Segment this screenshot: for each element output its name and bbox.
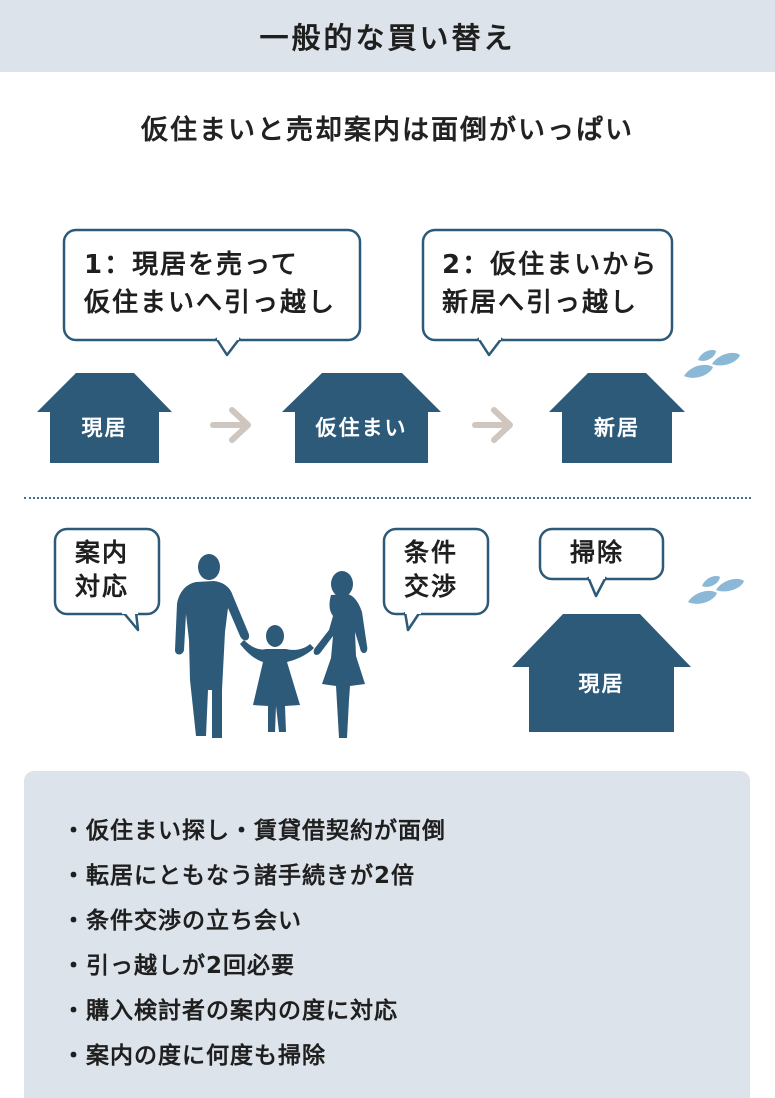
house-icon — [549, 373, 685, 463]
list-item: ・案内の度に何度も掃除 — [62, 1043, 326, 1069]
list-item: ・条件交渉の立ち会い — [62, 908, 302, 934]
house-label-current-bottom: 現居 — [578, 672, 625, 696]
house-label-new: 新居 — [594, 416, 640, 440]
list-item: ・仮住まい探し・賃貸借契約が面倒 — [62, 818, 446, 844]
header-title: 一般的な買い替え — [259, 21, 516, 55]
section-divider — [24, 497, 751, 499]
family-silhouette-icon — [175, 554, 368, 738]
bubble-negotiate-line1: 条件 — [404, 538, 459, 567]
bubble-guide-line2: 対応 — [75, 572, 130, 601]
house-icon — [282, 373, 441, 463]
speech-bubble-step2 — [421, 228, 674, 357]
speech-bubble-negotiate — [382, 527, 490, 632]
issues-panel — [24, 771, 750, 1098]
header-banner: 一般的な買い替え — [0, 0, 775, 72]
bubble-step2-line2: 新居へ引っ越し — [442, 288, 639, 318]
list-item: ・引っ越しが2回必要 — [62, 953, 296, 979]
bubble-cleaning-line1: 掃除 — [570, 538, 625, 567]
bubble-negotiate-line2: 交渉 — [404, 572, 459, 601]
house-label-current: 現居 — [81, 416, 128, 440]
water-drops-icon — [684, 350, 740, 378]
arrow-right-icon — [472, 407, 513, 443]
bubble-step1-line1: 1：現居を売って — [84, 250, 299, 280]
bubble-step2-line1: 2：仮住まいから — [442, 250, 659, 280]
bubble-step1-line2: 仮住まいへ引っ越し — [84, 288, 337, 318]
speech-bubble-cleaning — [538, 527, 665, 598]
speech-bubble-guide — [53, 527, 161, 632]
list-item: ・購入検討者の案内の度に対応 — [62, 998, 398, 1024]
list-item: ・転居にともなう諸手続きが2倍 — [62, 863, 416, 889]
bubble-guide-line1: 案内 — [75, 538, 130, 567]
house-label-temporary: 仮住まい — [315, 416, 408, 440]
water-drops-icon — [688, 576, 744, 604]
arrow-right-icon — [210, 407, 251, 443]
house-icon — [512, 614, 691, 732]
speech-bubble-step1 — [62, 228, 362, 357]
subtitle: 仮住まいと売却案内は面倒がいっぱい — [141, 115, 634, 146]
house-icon — [37, 373, 172, 463]
